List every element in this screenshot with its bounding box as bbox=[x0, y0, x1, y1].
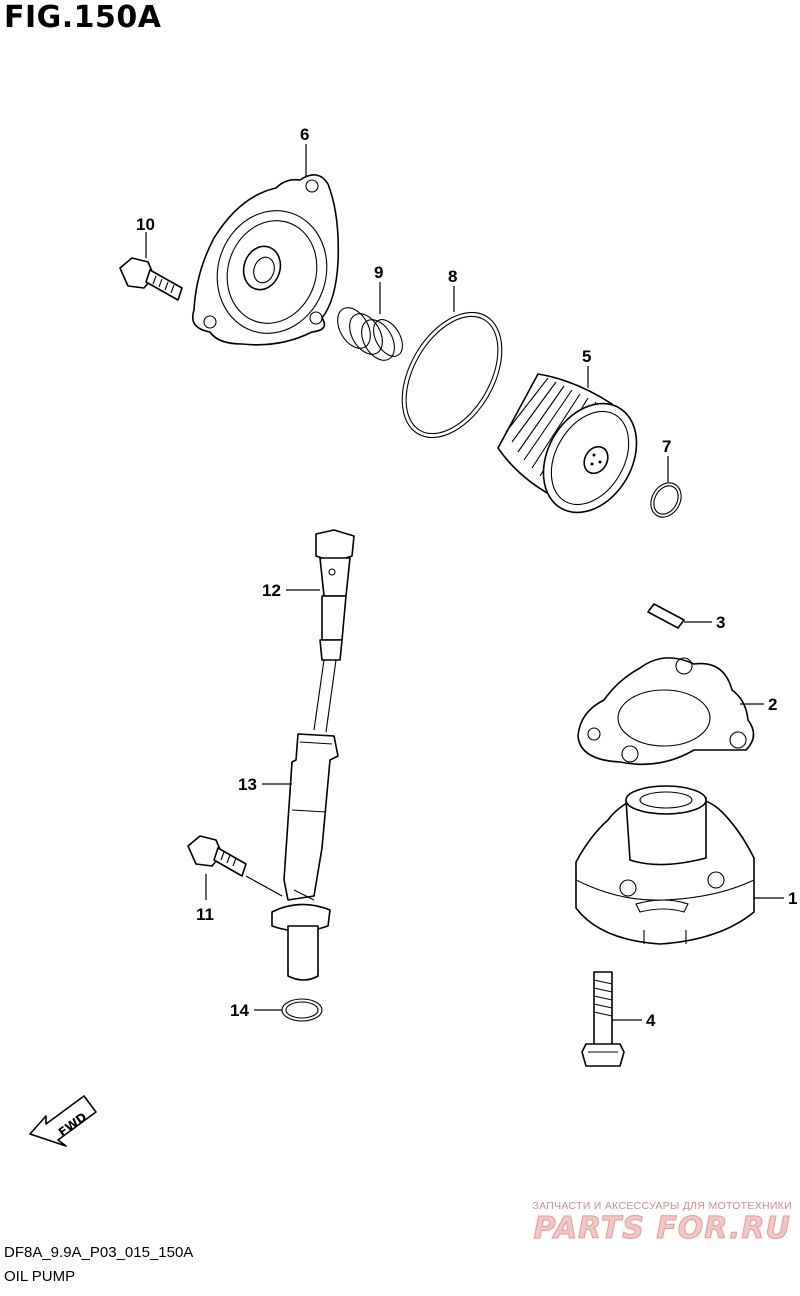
watermark-tagline: ЗАПЧАСТИ И АКСЕССУАРЫ ДЛЯ МОТОТЕХНИКИ bbox=[532, 1200, 792, 1212]
part-1-oil-pump[interactable] bbox=[575, 785, 755, 945]
callout-13: 13 bbox=[238, 775, 257, 794]
part-3-pin[interactable] bbox=[647, 603, 685, 629]
part-14-o-ring[interactable] bbox=[281, 998, 323, 1022]
figure-name: OIL PUMP bbox=[4, 1268, 76, 1285]
callout-10: 10 bbox=[136, 215, 155, 234]
callout-14: 14 bbox=[230, 1001, 249, 1020]
callout-1: 1 bbox=[788, 889, 797, 908]
callout-11: 11 bbox=[196, 905, 214, 924]
callout-4: 4 bbox=[646, 1011, 656, 1030]
part-8-o-ring[interactable] bbox=[382, 295, 523, 455]
callout-5: 5 bbox=[582, 347, 591, 366]
part-4-bolt[interactable] bbox=[581, 971, 625, 1067]
watermark: ЗАПЧАСТИ И АКСЕССУАРЫ ДЛЯ МОТОТЕХНИКИ PA… bbox=[532, 1200, 792, 1246]
part-11-bolt[interactable] bbox=[187, 835, 247, 877]
part-7-o-ring[interactable] bbox=[645, 477, 687, 522]
part-6-pump-cover[interactable] bbox=[191, 174, 343, 348]
callout-12: 12 bbox=[262, 581, 281, 600]
part-12-oil-level-gauge[interactable] bbox=[313, 529, 355, 733]
callout-3: 3 bbox=[716, 613, 725, 632]
callout-labels: 1 2 3 4 5 6 7 8 9 10 11 12 13 14 bbox=[136, 125, 797, 1030]
callout-2: 2 bbox=[768, 695, 777, 714]
fwd-arrow: FWD bbox=[29, 1095, 97, 1147]
figure-code: DF8A_9.9A_P03_015_150A bbox=[4, 1244, 194, 1261]
part-10-bolt[interactable] bbox=[119, 257, 183, 301]
figure-title: FIG.150A bbox=[4, 0, 162, 35]
part-5-oil-filter[interactable] bbox=[497, 373, 655, 529]
callout-6: 6 bbox=[300, 125, 309, 144]
part-9-spring[interactable] bbox=[331, 302, 409, 366]
callout-7: 7 bbox=[662, 437, 671, 456]
callout-8: 8 bbox=[448, 267, 457, 286]
leader-lines bbox=[145, 144, 784, 1021]
part-2-gasket[interactable] bbox=[577, 657, 755, 766]
part-13-guide[interactable] bbox=[271, 733, 339, 981]
callout-9: 9 bbox=[374, 263, 383, 282]
watermark-brand: PARTS FOR.RU bbox=[533, 1211, 791, 1246]
